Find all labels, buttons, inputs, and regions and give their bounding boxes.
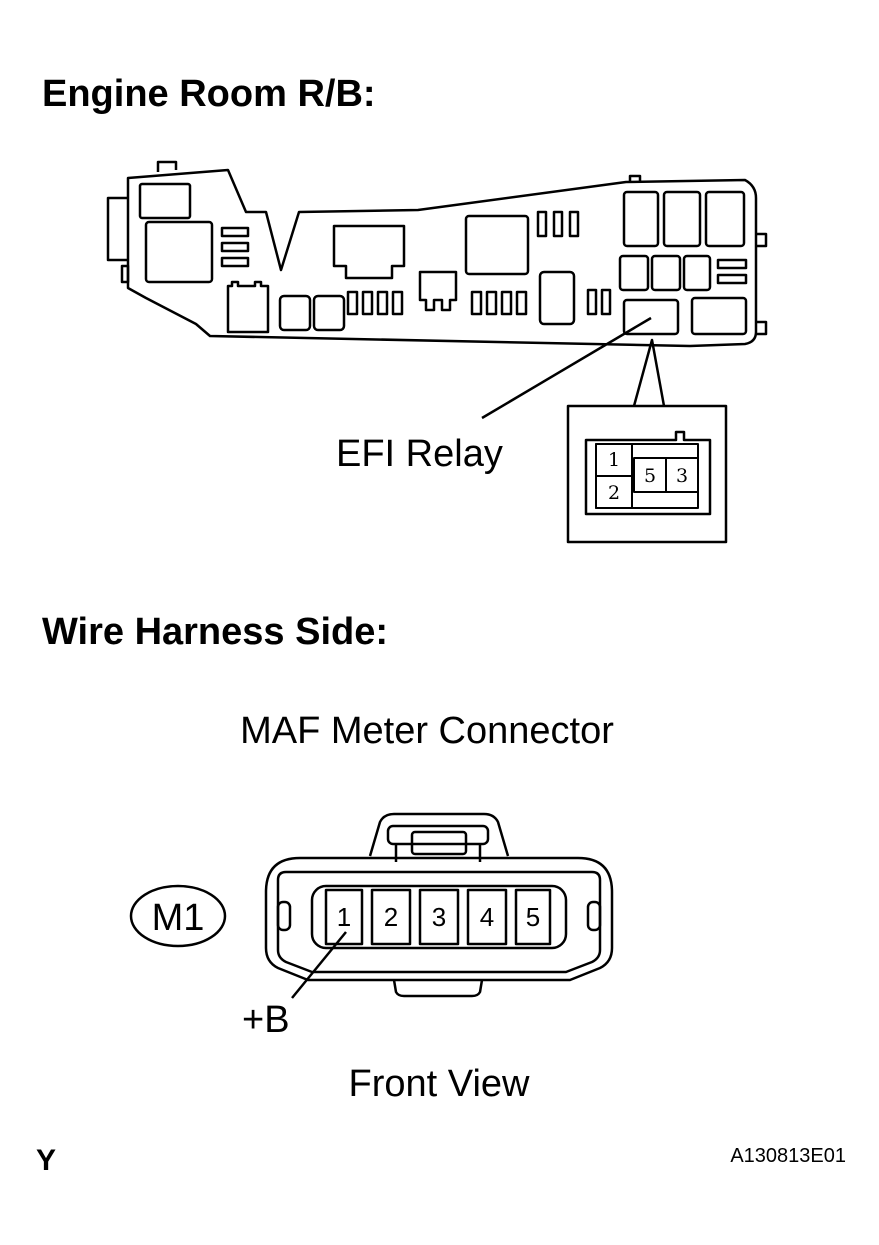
maf-connector-title: MAF Meter Connector xyxy=(240,710,614,752)
maf-pin-3-cavity xyxy=(418,888,460,946)
maf-connector-housing xyxy=(264,812,614,998)
efi-relay-zoom-pointer xyxy=(632,338,666,407)
maf-pin-5-label: 5 xyxy=(526,902,540,932)
view-label: Front View xyxy=(349,1063,530,1105)
relay-pin-1-label: 1 xyxy=(608,449,620,471)
relay-block-heading: Engine Room R/B: xyxy=(42,73,376,115)
relay-block-components xyxy=(138,182,748,336)
efi-relay-leader-line xyxy=(481,316,652,420)
efi-relay-terminal-detail: 1 2 5 3 xyxy=(566,404,728,544)
relay-pin-2-cell xyxy=(595,475,633,509)
connector-code-badge: M1 xyxy=(129,884,227,948)
maf-pin-1-label: 1 xyxy=(337,902,351,932)
maf-pin-4-cavity xyxy=(466,888,508,946)
maf-pin-1-cavity xyxy=(324,888,364,946)
maf-pin-4-label: 4 xyxy=(480,902,494,932)
efi-relay-callout: EFI Relay xyxy=(336,316,666,475)
figure-id: A130813E01 xyxy=(730,1145,846,1167)
relay-pin-2-label: 2 xyxy=(608,482,620,504)
relay-block-outline xyxy=(106,160,768,348)
terminal-label: +B xyxy=(242,999,290,1041)
connector-code-label: M1 xyxy=(152,897,205,939)
maf-pin-5-cavity xyxy=(514,888,552,946)
relay-pin-5-label: 5 xyxy=(644,465,656,487)
maf-pin-2-cavity xyxy=(370,888,412,946)
relay-pin-3-label: 3 xyxy=(676,465,688,487)
maf-pin-2-label: 2 xyxy=(384,902,398,932)
efi-relay-label: EFI Relay xyxy=(336,433,503,475)
relay-pin-3-cell xyxy=(665,457,699,493)
footer-letter: Y xyxy=(36,1144,56,1177)
terminal-leader-line xyxy=(291,931,347,999)
maf-connector-pins: 1 2 3 4 5 xyxy=(324,888,552,946)
harness-heading: Wire Harness Side: xyxy=(42,611,388,653)
maf-pin-3-label: 3 xyxy=(432,902,446,932)
